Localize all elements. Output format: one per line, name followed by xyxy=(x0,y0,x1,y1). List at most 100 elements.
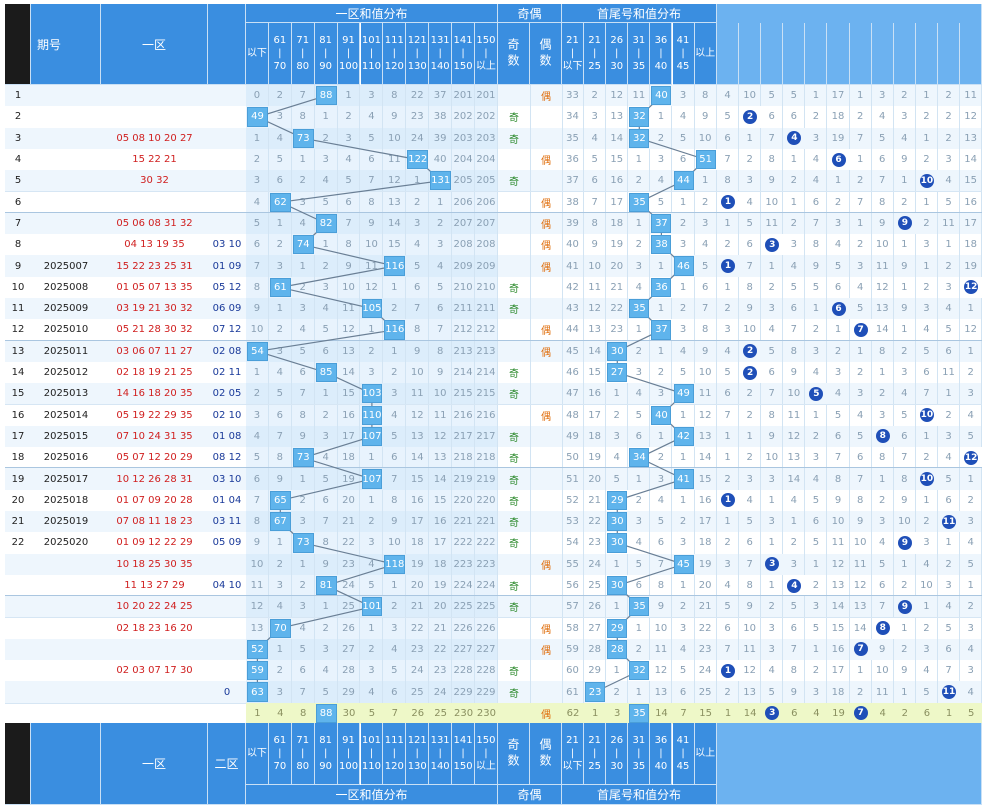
ht-miss: 5 xyxy=(673,127,695,149)
tail-miss: 11 xyxy=(938,361,961,384)
sum-bin-bar: | xyxy=(415,48,419,59)
tail-miss: 1 xyxy=(805,638,828,661)
sum-trend-line xyxy=(255,95,442,692)
sum-miss: 8 xyxy=(383,489,407,511)
sum-miss: 2 xyxy=(292,170,315,192)
tail-miss: 5 xyxy=(717,106,740,128)
ht-bin-header: 以上 xyxy=(694,723,717,785)
ht-miss: 10 xyxy=(695,361,717,384)
tail-miss: 3 xyxy=(960,511,983,533)
ht-miss: 3 xyxy=(650,468,673,490)
sum-hit: 62 xyxy=(269,192,291,212)
sum-hit: 107 xyxy=(361,469,383,489)
ht-bin-header: 21|以下 xyxy=(562,723,585,785)
ht-title-label: 首尾号和值分布 xyxy=(596,6,681,21)
tail-miss: 9 xyxy=(894,298,916,320)
forecast-sum-miss: 230 xyxy=(453,707,474,719)
tail-col-header xyxy=(849,23,872,85)
sum-bin-bottom: 70 xyxy=(273,61,287,72)
tail-miss: 9 xyxy=(894,489,916,511)
tail-miss: 1 xyxy=(717,212,740,235)
tail-miss: 7 xyxy=(739,255,762,277)
tail-miss: 13 xyxy=(960,127,983,149)
sum-miss: 12 xyxy=(406,404,430,426)
ht-miss: 54 xyxy=(562,532,585,554)
tail-miss: 1 xyxy=(894,617,916,639)
tail-miss: 14 xyxy=(850,617,872,639)
sum-bin-top: 111 xyxy=(384,735,404,746)
tail-ball: 10 xyxy=(919,408,934,423)
row-number: 13 xyxy=(11,345,25,357)
ht-miss: 1 xyxy=(628,148,651,171)
tail-miss: 4 xyxy=(717,574,740,597)
sum-bin-header: 81|90 xyxy=(314,723,338,785)
ht-bin-top: 26 xyxy=(610,735,624,746)
parity-odd: 奇 xyxy=(498,681,531,703)
tail-ball: 2 xyxy=(743,344,758,359)
sum-bin-header: 111|120 xyxy=(383,723,407,785)
ht-miss: 7 xyxy=(695,298,717,320)
tail-miss: 10 xyxy=(872,234,894,256)
ht-bin-bar: | xyxy=(615,48,619,59)
ht-hit: 45 xyxy=(673,554,694,574)
ht-bin-bottom: 35 xyxy=(632,61,646,72)
sum-miss: 7 xyxy=(292,383,315,405)
parity-even: 偶 xyxy=(530,404,563,426)
ht-miss: 19 xyxy=(606,234,629,256)
ht-miss: 57 xyxy=(562,596,585,618)
forecast-sum-miss: 30 xyxy=(342,707,356,719)
ht-miss: 49 xyxy=(562,425,585,448)
ht-bin-top: 41 xyxy=(676,35,690,46)
sum-miss: 220 xyxy=(475,489,498,511)
tail-miss: 3 xyxy=(894,361,916,384)
ht-hit: 37 xyxy=(651,320,672,340)
ht-miss: 60 xyxy=(562,660,585,682)
sum-miss: 2 xyxy=(383,596,407,618)
ht-miss: 5 xyxy=(606,468,629,490)
sum-miss: 1 xyxy=(269,298,292,320)
ht-hit: 34 xyxy=(629,448,650,468)
ht-bin-header: 26|30 xyxy=(606,723,629,785)
sum-miss: 209 xyxy=(452,255,475,277)
ht-miss: 12 xyxy=(606,85,629,107)
ht-hit: 35 xyxy=(629,192,650,212)
sum-bin-bar: | xyxy=(484,748,488,759)
ht-miss: 1 xyxy=(628,212,651,235)
zone2-numbers: 06 09 xyxy=(212,303,242,315)
ht-bin-bottom: 以上 xyxy=(695,48,716,59)
ht-hit: 40 xyxy=(651,405,672,425)
ht-bin-bottom: 40 xyxy=(654,761,668,772)
sum-miss: 9 xyxy=(269,468,292,490)
sum-bin-top: 61 xyxy=(273,735,287,746)
tail-miss: 1 xyxy=(783,148,806,171)
sum-miss: 3 xyxy=(383,617,407,639)
sum-miss: 212 xyxy=(475,319,498,341)
tail-miss: 5 xyxy=(805,617,828,639)
zone2-numbers: 07 12 xyxy=(212,324,242,336)
sum-miss: 203 xyxy=(475,127,498,149)
parity-odd xyxy=(498,404,531,426)
zone2-numbers: 03 10 xyxy=(212,239,242,251)
sum-bin-bottom: 70 xyxy=(273,761,287,772)
sum-miss: 13 xyxy=(246,617,269,639)
sum-miss: 2 xyxy=(292,489,315,511)
parity-even-header: 偶数 xyxy=(530,23,562,85)
tail-miss: 14 xyxy=(783,468,806,490)
tail-miss: 14 xyxy=(872,319,894,341)
sum-miss: 13 xyxy=(406,425,430,448)
tail-miss: 4 xyxy=(828,383,850,405)
sum-miss: 3 xyxy=(361,660,384,682)
tail-miss: 19 xyxy=(828,127,850,149)
sum-hit: 70 xyxy=(269,618,291,638)
ht-miss: 2 xyxy=(673,298,695,320)
tail-miss: 3 xyxy=(717,319,740,341)
sum-miss: 11 xyxy=(383,148,407,171)
sum-miss: 23 xyxy=(429,660,453,682)
sum-bin-top: 121 xyxy=(407,35,427,46)
ht-hit: 32 xyxy=(629,661,650,681)
tail-miss: 1 xyxy=(916,596,938,618)
ht-miss: 39 xyxy=(562,212,585,235)
ht-miss: 3 xyxy=(673,234,695,256)
sum-section-bg xyxy=(246,638,498,661)
ht-hit: 44 xyxy=(673,171,694,191)
